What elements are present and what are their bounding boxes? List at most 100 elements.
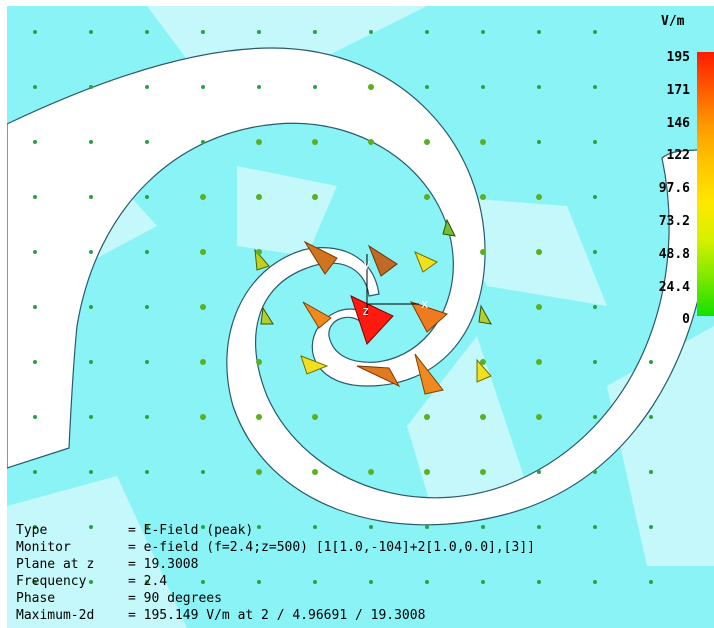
field-sample-dot [368,139,374,145]
field-sample-dot [537,470,541,474]
spiral-arm-a [7,47,486,469]
field-sample-dot [89,140,93,144]
field-sample-dot [537,140,541,144]
info-value: = 90 degrees [128,591,222,606]
field-arrow [300,355,329,375]
info-value: = 2.4 [128,574,168,589]
scale-tick-label: 97.6 [658,181,690,197]
info-key: Maximum-2d [16,608,95,623]
shade-zone [407,336,527,526]
field-sample-dot [536,194,542,200]
shade-zone [7,476,187,628]
field-sample-dot [368,84,374,90]
efield-spiral-plot[interactable]: y z x [7,6,714,628]
field-sample-dot [145,580,149,584]
field-sample-dot [201,470,205,474]
field-sample-dot [257,30,261,34]
field-sample-dot [201,525,205,529]
field-sample-dot [312,194,318,200]
field-sample-dot [200,194,206,200]
field-sample-dot [536,249,542,255]
field-sample-dot [201,30,205,34]
shade-zone [237,166,337,256]
field-sample-dot [257,580,261,584]
field-sample-dot [33,360,37,364]
field-sample-dot [593,30,597,34]
field-plot-viewport[interactable]: y z x [7,6,714,628]
field-arrow [409,301,448,333]
field-sample-dot [201,580,205,584]
field-sample-dot [593,305,597,309]
scale-tick-label: 48.8 [658,246,690,262]
field-sample-dot [33,30,37,34]
field-sample-dot [593,85,597,89]
field-sample-dot [145,360,149,364]
axes-triad: y z x [362,254,428,318]
field-arrow [260,306,274,325]
field-arrow [414,251,438,273]
field-sample-dot [537,30,541,34]
field-sample-dot [480,194,486,200]
field-sample-dot [424,194,430,200]
field-sample-dot [313,85,317,89]
scale-tick-label: 146 [666,115,690,131]
field-sample-dot [33,580,37,584]
info-key: Type [16,523,48,538]
info-value: = 195.149 V/m at 2 / 4.96691 / 19.3008 [128,608,426,623]
scale-tick-label: 171 [666,82,690,98]
field-sample-dot [33,250,37,254]
field-sample-dot [145,30,149,34]
field-sample-dot [593,525,597,529]
field-sample-dot [33,415,37,419]
field-sample-dot [89,415,93,419]
field-sample-dot [649,360,653,364]
field-sample-dot [593,360,597,364]
field-sample-dot [256,194,262,200]
field-sample-dot [200,359,206,365]
field-sample-dot [89,525,93,529]
field-sample-dot [145,305,149,309]
info-value: = E-Field (peak) [128,523,254,538]
field-sample-dot [593,415,597,419]
field-sample-dot [593,580,597,584]
field-sample-dot [200,249,206,255]
field-sample-dot [145,250,149,254]
field-sample-dot [312,469,318,475]
field-arrow [356,365,401,388]
field-sample-dot [313,30,317,34]
field-sample-dot [481,85,485,89]
field-sample-dot [89,85,93,89]
field-arrow [414,353,444,395]
field-sample-dot [369,580,373,584]
field-arrow [302,301,332,329]
scale-tick-label: 195 [666,50,690,65]
field-sample-dot [424,414,430,420]
info-key: Monitor [16,540,71,555]
field-arrows [254,218,492,395]
axis-x-label: x [421,297,428,311]
info-value: = e-field (f=2.4;z=500) [1[1.0,-104]+2[1… [128,540,535,555]
field-sample-dot [145,470,149,474]
field-sample-dot [480,469,486,475]
field-sample-dot [425,580,429,584]
field-sample-dot [145,415,149,419]
info-row: Phase = 90 degrees [16,590,535,607]
scale-tick-label: 0 [682,312,690,328]
field-sample-dot [368,469,374,475]
field-sample-dot [257,85,261,89]
field-sample-dot [33,525,37,529]
field-sample-dot [424,469,430,475]
field-arrow [303,240,338,275]
field-sample-dot [89,360,93,364]
scale-tick-label: 24.4 [658,279,690,295]
info-row: Plane at z= 19.3008 [16,556,535,573]
field-sample-dot [537,580,541,584]
info-key: Phase [16,591,56,606]
spiral-arm-b [226,145,714,526]
field-sample-dot [312,414,318,420]
field-sample-dot [369,525,373,529]
field-sample-dot [481,525,485,529]
scale-tick-label: 73.2 [658,214,690,229]
field-sample-dot [537,525,541,529]
